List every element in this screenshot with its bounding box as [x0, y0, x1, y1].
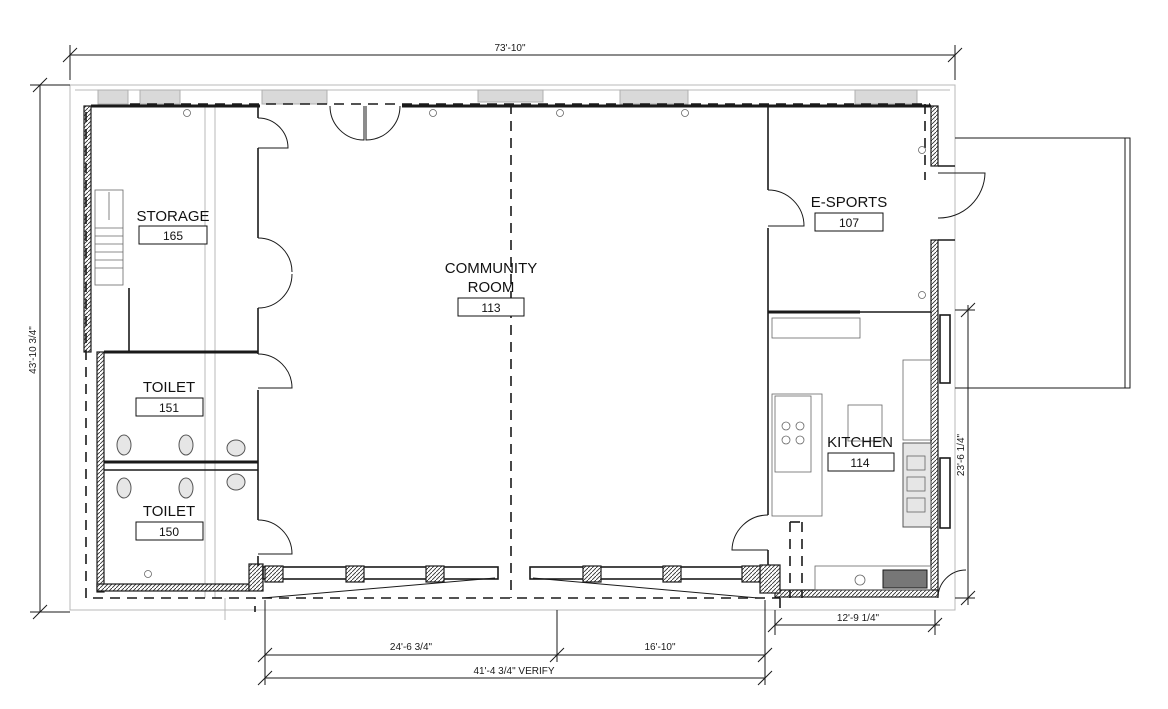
- dimension-text: 23'-6 1/4": [956, 433, 967, 476]
- dimension-kitchen-width: 12'-9 1/4": [767, 610, 943, 635]
- room-number: 107: [839, 216, 859, 230]
- exterior-walls: [83, 104, 939, 598]
- dimension-text: 24'-6 3/4": [390, 642, 433, 653]
- room-number: 165: [163, 229, 183, 243]
- dimension-text: 16'-10": [644, 642, 675, 653]
- room-name-line2: ROOM: [468, 279, 515, 296]
- doors: [257, 105, 986, 599]
- dimension-text: 12'-9 1/4": [837, 613, 880, 624]
- room-label-toilet-151: TOILET 151: [135, 379, 204, 417]
- dimension-kitchen-depth: 23'-6 1/4": [955, 302, 976, 606]
- exterior-canopy-outline: [955, 137, 1131, 389]
- dimension-overall-width: 73'-10": [62, 43, 963, 80]
- dimension-opening-total: 41'-4 3/4" VERIFY: [257, 666, 773, 686]
- interior-partitions: [104, 106, 955, 566]
- room-label-storage: STORAGE 165: [136, 208, 210, 245]
- room-label-e-sports: E-SPORTS 107: [811, 194, 887, 232]
- room-label-toilet-150: TOILET 150: [135, 503, 204, 541]
- room-name: STORAGE: [136, 208, 209, 225]
- room-number: 113: [481, 301, 500, 315]
- dimension-text: 73'-10": [494, 43, 525, 54]
- storefront-windows: [262, 565, 761, 599]
- dimension-text: 43'-10 3/4": [28, 326, 39, 374]
- kitchen-fixtures: [771, 317, 932, 591]
- dimension-overall-depth: 43'-10 3/4": [28, 77, 70, 620]
- room-name: KITCHEN: [827, 434, 893, 451]
- room-number: 150: [159, 525, 179, 539]
- room-name: TOILET: [143, 379, 195, 396]
- dimension-opening-split: 24'-6 3/4" 16'-10": [257, 600, 773, 685]
- room-name: COMMUNITY: [445, 260, 538, 277]
- room-name: E-SPORTS: [811, 194, 887, 211]
- dimension-text: 41'-4 3/4" VERIFY: [473, 666, 554, 677]
- room-name: TOILET: [143, 503, 195, 520]
- toilet-fixtures: [116, 434, 246, 499]
- renovation-boundary: [85, 103, 930, 612]
- room-number: 114: [850, 456, 869, 470]
- ceiling-lights: [144, 109, 926, 578]
- stair: [94, 189, 124, 286]
- room-label-community-room: COMMUNITY ROOM 113: [445, 260, 538, 317]
- room-number: 151: [159, 401, 179, 415]
- room-label-kitchen: KITCHEN 114: [827, 434, 895, 472]
- kitchen-windows: [939, 314, 951, 529]
